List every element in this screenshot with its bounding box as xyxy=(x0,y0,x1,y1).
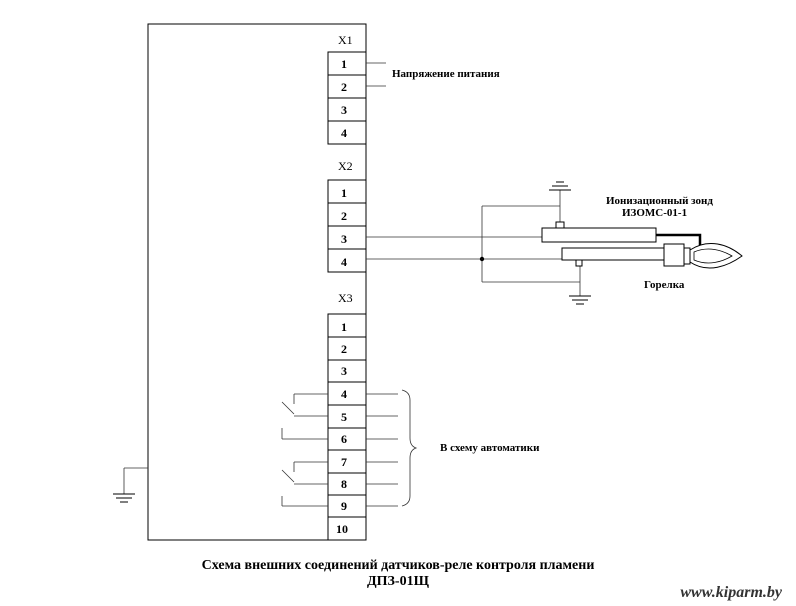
ionization-probe xyxy=(541,221,702,252)
watermark: www.kiparm.by xyxy=(680,584,783,601)
device-body xyxy=(147,23,367,541)
x3-pin-9: 9 xyxy=(341,499,347,513)
x3-pin-8: 8 xyxy=(341,477,347,491)
connector-x1-label: X1 xyxy=(338,33,353,47)
connector-x2-label: X2 xyxy=(338,159,353,173)
x3-pin-3: 3 xyxy=(341,364,347,378)
diagram-title-line2: ДПЗ-01Щ xyxy=(367,574,430,589)
connector-x3: 1 2 3 4 5 6 7 8 9 10 xyxy=(327,313,367,541)
x1-pin-4: 4 xyxy=(341,126,347,140)
x2-pin-2: 2 xyxy=(341,209,347,223)
burner-label: Горелка xyxy=(644,279,685,291)
flame-icon xyxy=(689,242,743,269)
probe-label-line2: ИЗОМС-01-1 xyxy=(622,207,687,219)
connector-x3-label: X3 xyxy=(338,291,353,305)
connector-x2: 1 2 3 4 xyxy=(327,179,367,273)
automation-wires xyxy=(366,393,398,507)
x2-pin-1: 1 xyxy=(341,186,347,200)
x3-pin-5: 5 xyxy=(341,410,347,424)
x3-pin-1: 1 xyxy=(341,320,347,334)
relay-contacts xyxy=(281,393,328,507)
x1-pin-1: 1 xyxy=(341,57,347,71)
automation-brace xyxy=(401,389,418,507)
probe-label-line1: Ионизационный зонд xyxy=(606,195,713,207)
x3-pin-2: 2 xyxy=(341,342,347,356)
x3-pin-4: 4 xyxy=(341,387,347,401)
x3-pin-7: 7 xyxy=(341,455,347,469)
x1-pin-3: 3 xyxy=(341,103,347,117)
x1-pin-2: 2 xyxy=(341,80,347,94)
x2-pin-4: 4 xyxy=(341,255,347,269)
device-ground-icon xyxy=(113,467,148,503)
x2-pin-3: 3 xyxy=(341,232,347,246)
probe-wiring xyxy=(366,181,591,305)
burner xyxy=(561,243,691,267)
connector-x1: 1 2 3 4 xyxy=(327,51,367,145)
automation-label: В схему автоматики xyxy=(440,442,540,454)
diagram-title-line1: Схема внешних соединений датчиков-реле к… xyxy=(202,558,595,573)
x3-pin-10: 10 xyxy=(336,522,348,536)
x3-pin-6: 6 xyxy=(341,432,347,446)
supply-voltage-label: Напряжение питания xyxy=(392,68,500,80)
